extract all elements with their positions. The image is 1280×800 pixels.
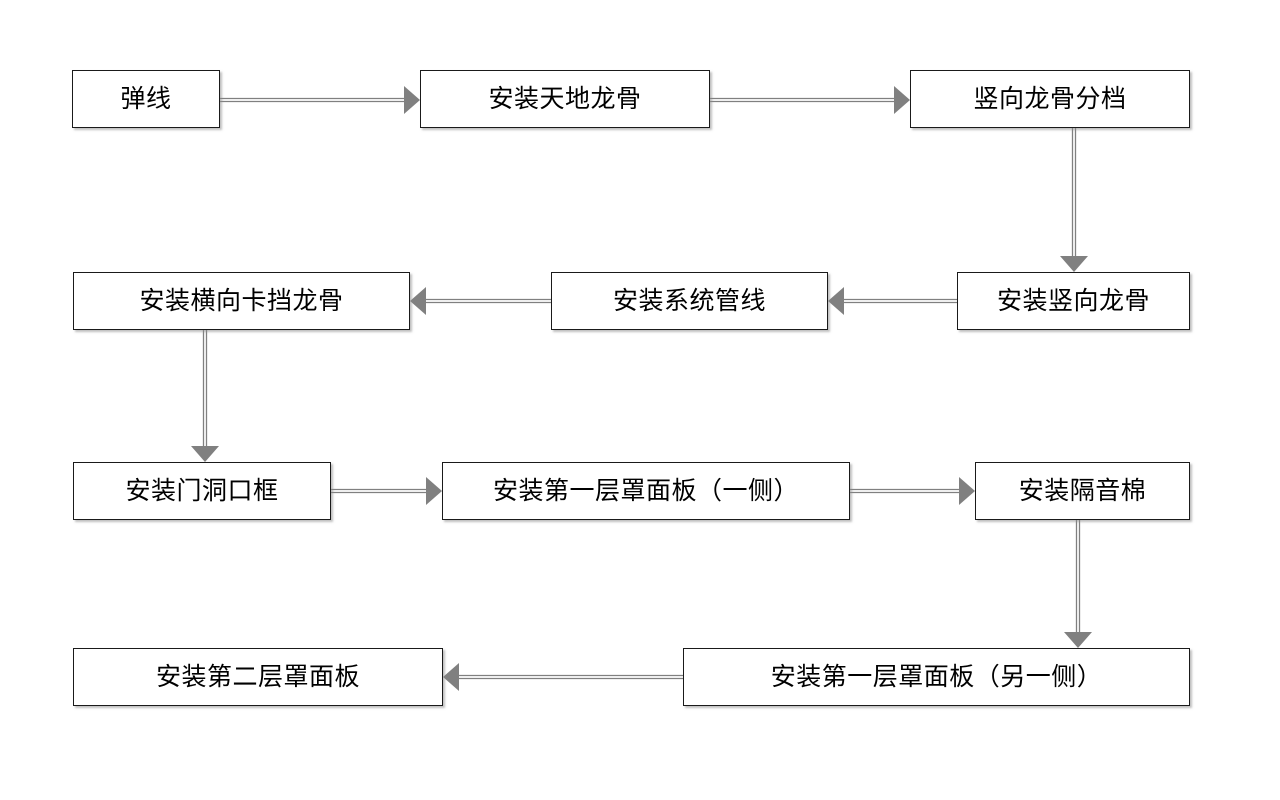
node-label: 竖向龙骨分档	[973, 84, 1127, 113]
node-label: 安装天地龙骨	[488, 84, 642, 113]
connector-arrow-down	[1064, 520, 1092, 648]
node-label: 弹线	[120, 84, 172, 113]
connector-arrow-left	[828, 287, 957, 315]
node-label: 安装第二层罩面板	[155, 662, 360, 691]
process-node-install-top-bottom-track[interactable]: 安装天地龙骨	[420, 70, 710, 128]
node-label: 安装系统管线	[612, 286, 766, 315]
process-node-vertical-stud-spacing[interactable]: 竖向龙骨分档	[910, 70, 1190, 128]
process-node-install-vertical-stud[interactable]: 安装竖向龙骨	[957, 272, 1190, 330]
connector-arrow-down	[1060, 128, 1088, 272]
node-label: 安装横向卡挡龙骨	[139, 286, 344, 315]
connector-arrow-right	[850, 477, 975, 505]
node-label: 安装隔音棉	[1018, 476, 1147, 505]
node-label: 安装门洞口框	[125, 476, 279, 505]
process-node-install-horizontal-bracing[interactable]: 安装横向卡挡龙骨	[73, 272, 410, 330]
process-node-install-first-layer-panel-other-side[interactable]: 安装第一层罩面板（另一侧）	[683, 648, 1190, 706]
node-label: 安装第一层罩面板（另一侧）	[770, 662, 1103, 691]
node-label: 安装第一层罩面板（一侧）	[492, 476, 799, 505]
connector-arrow-left	[443, 663, 683, 691]
process-node-install-system-pipes[interactable]: 安装系统管线	[551, 272, 828, 330]
node-label: 安装竖向龙骨	[996, 286, 1150, 315]
process-node-install-first-layer-panel-one-side[interactable]: 安装第一层罩面板（一侧）	[442, 462, 850, 520]
process-node-dan-xian[interactable]: 弹线	[72, 70, 220, 128]
connector-arrow-right	[710, 86, 910, 114]
connector-arrow-right	[331, 477, 442, 505]
process-node-install-second-layer-panel[interactable]: 安装第二层罩面板	[73, 648, 443, 706]
process-node-install-soundproof-cotton[interactable]: 安装隔音棉	[975, 462, 1190, 520]
connector-arrow-down	[191, 330, 219, 462]
connector-arrow-left	[410, 287, 551, 315]
process-node-install-door-frame[interactable]: 安装门洞口框	[73, 462, 331, 520]
connector-arrow-right	[220, 86, 420, 114]
